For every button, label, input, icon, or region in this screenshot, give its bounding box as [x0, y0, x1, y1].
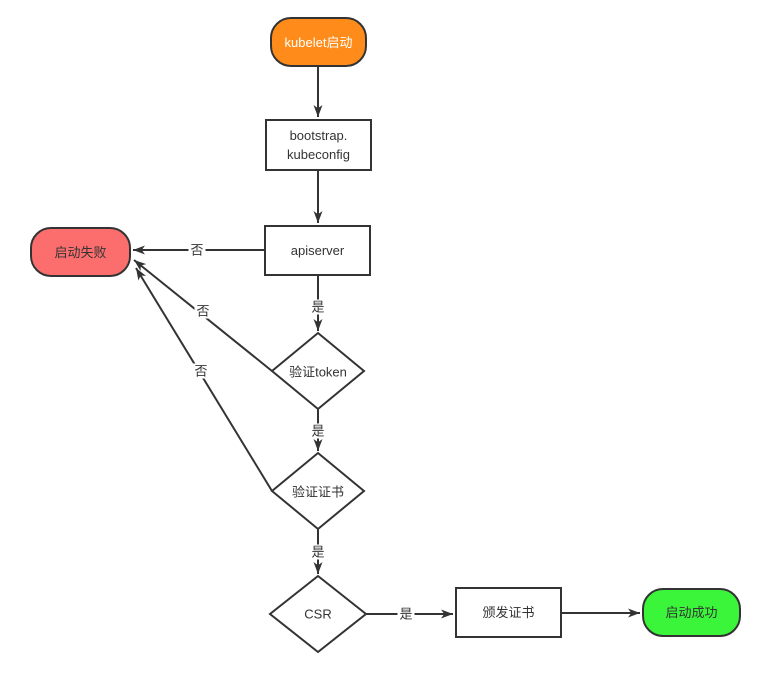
node-start-success-label: 启动成功: [665, 605, 718, 620]
edge-label-csr-yes: 是: [397, 606, 415, 622]
verify-cert-diamond: [270, 451, 366, 531]
node-bootstrap-label-line2: kubeconfig: [287, 147, 350, 162]
node-bootstrap-label-line1: bootstrap.: [289, 128, 348, 143]
node-issue-cert-label: 颁发证书: [482, 605, 535, 620]
node-bootstrap-kubeconfig: bootstrap. kubeconfig: [265, 119, 372, 171]
node-kubelet-start: kubelet启动: [270, 17, 367, 67]
csr-label: CSR: [304, 606, 332, 622]
edge-label-cert-no: 否: [192, 363, 210, 379]
node-apiserver: apiserver: [264, 225, 371, 276]
edge-label-cert-yes: 是: [309, 544, 327, 560]
node-start-success: 启动成功: [642, 588, 741, 637]
edge-label-token-no: 否: [194, 303, 212, 319]
node-apiserver-label: apiserver: [290, 243, 345, 258]
node-start-fail: 启动失败: [30, 227, 131, 277]
node-start-fail-label: 启动失败: [54, 244, 107, 260]
edge-label-apiserver-yes: 是: [309, 299, 327, 315]
node-kubelet-start-label: kubelet启动: [284, 34, 353, 50]
edge-label-token-yes: 是: [309, 423, 327, 439]
edge-cert-to-fail: [135, 267, 273, 492]
verify-cert-label: 验证证书: [291, 484, 345, 500]
node-issue-cert: 颁发证书: [455, 587, 562, 638]
csr-diamond: [268, 574, 368, 654]
edge-label-apiserver-no: 否: [188, 242, 206, 258]
verify-token-diamond: [270, 331, 366, 411]
verify-token-label: 验证token: [289, 364, 347, 380]
